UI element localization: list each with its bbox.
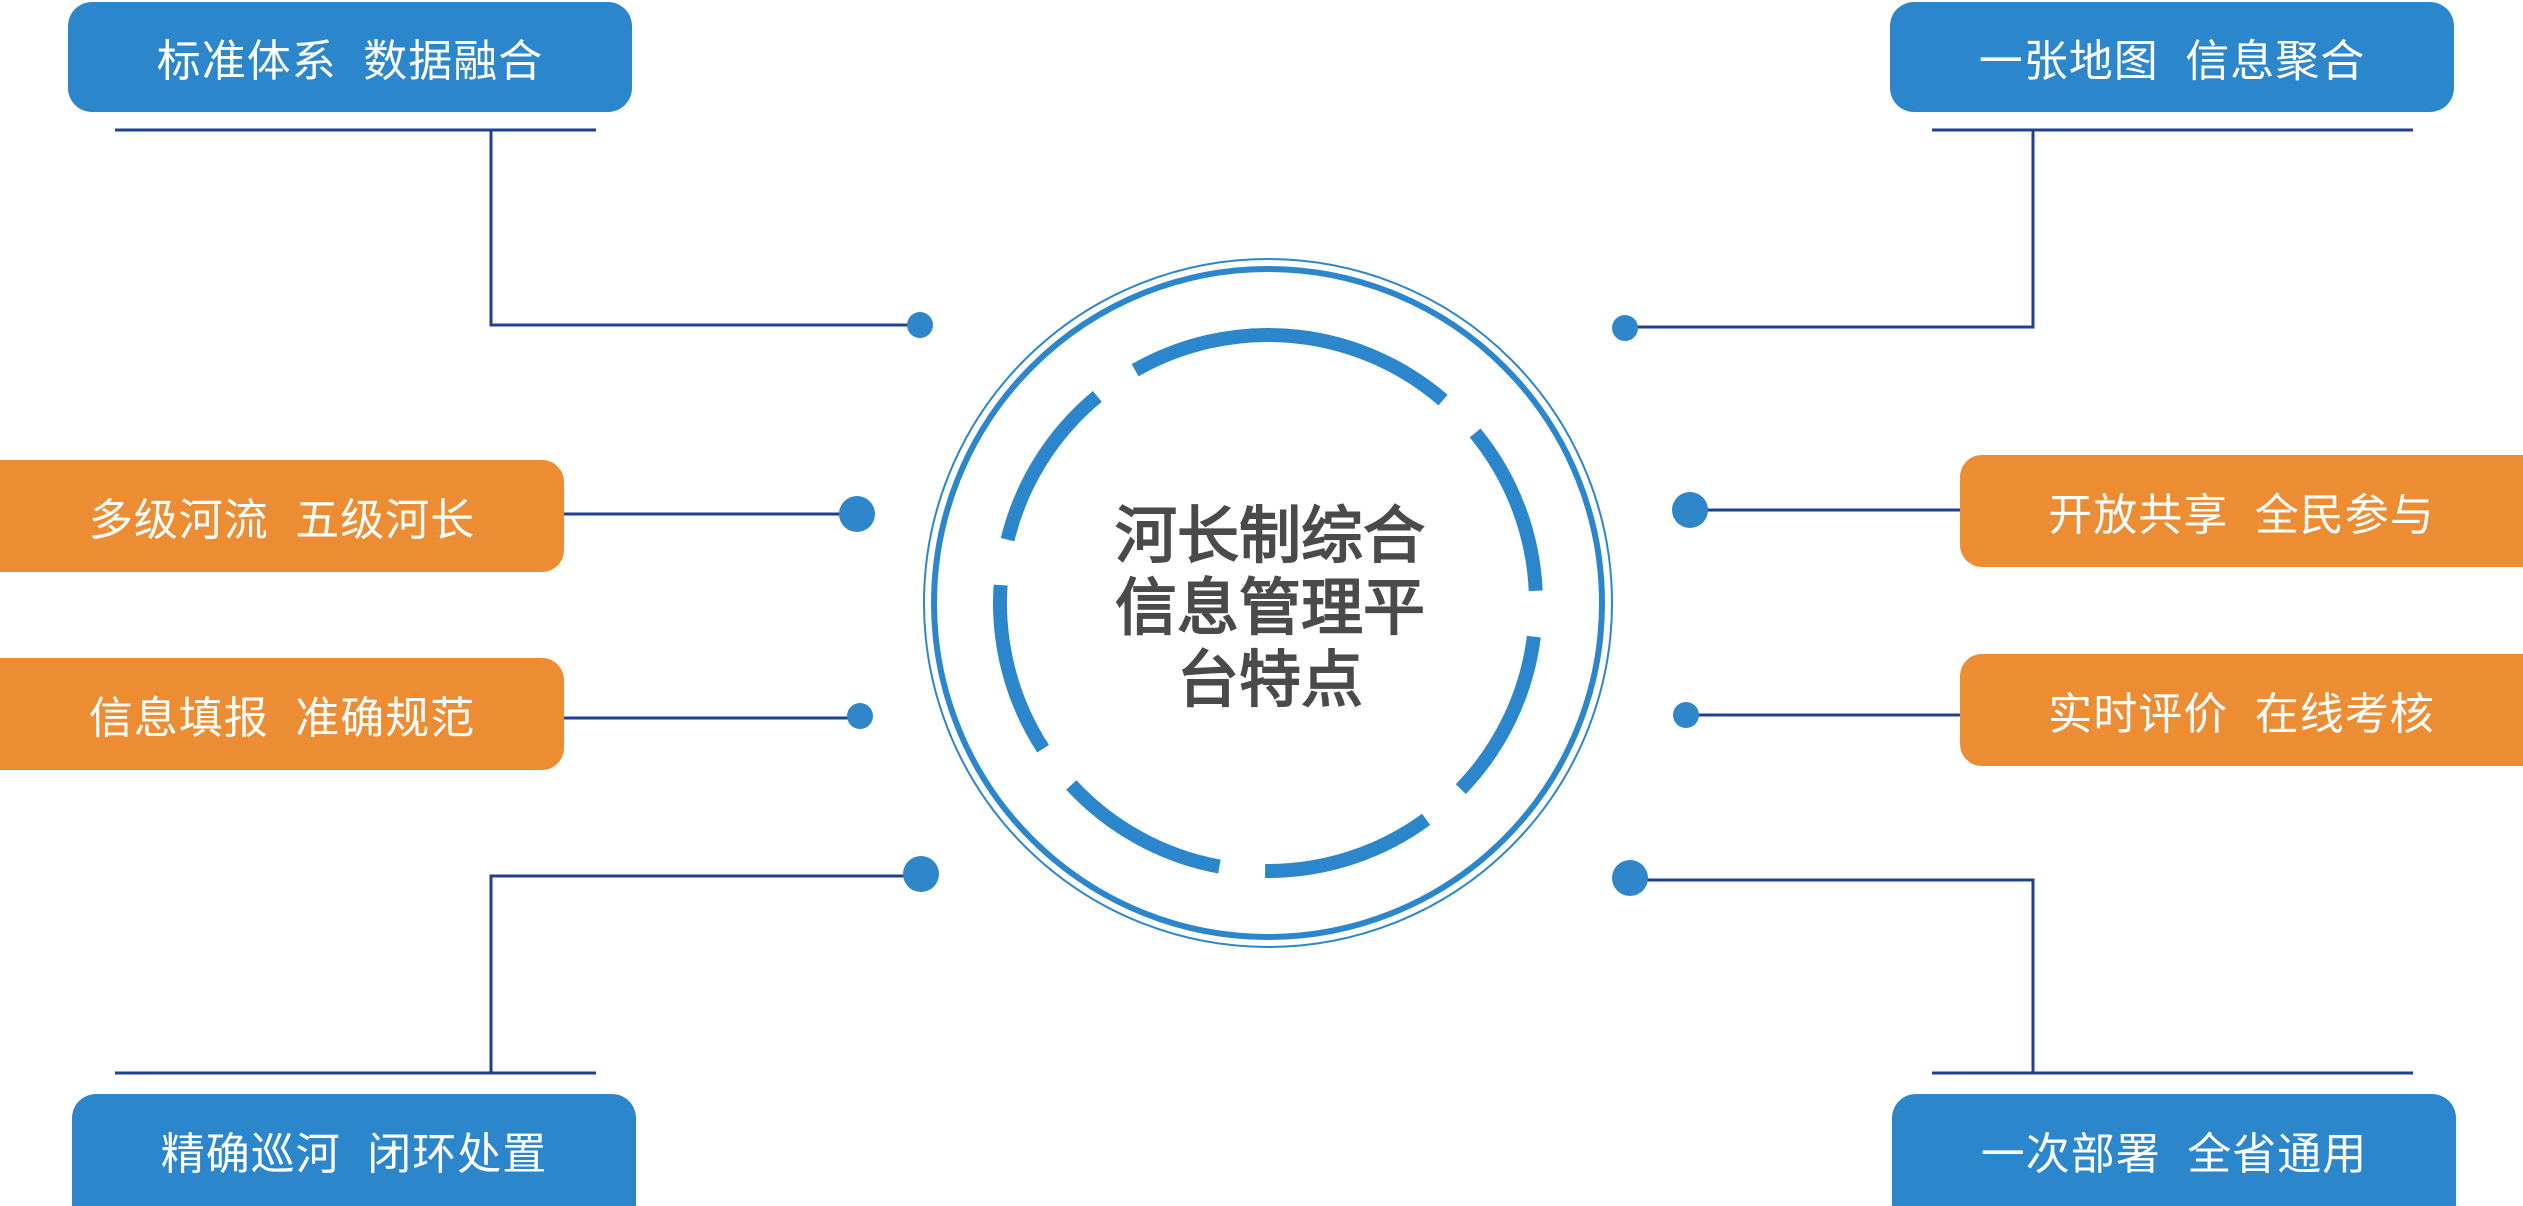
top-right-connector (1625, 130, 2035, 329)
outer-ring (931, 266, 1605, 940)
feature-bottom-right: 一次部署 全省通用 (1892, 1094, 2456, 1206)
feature-mid-left-1: 多级河流 五级河长 (0, 460, 564, 572)
dashed-inner-ring (993, 328, 1543, 878)
top-right-dot (1612, 315, 1638, 341)
outer-ring-thin (923, 258, 1613, 948)
feature-top-left: 标准体系 数据融合 (68, 2, 632, 112)
feature-bottom-left: 精确巡河 闭环处置 (72, 1094, 636, 1206)
bottom-right-connector (1630, 878, 2035, 1073)
feature-mid-right-2: 实时评价 在线考核 (1960, 654, 2523, 766)
bottom-left-connector (489, 874, 921, 1073)
center-title-line-2: 信息管理平 (1114, 571, 1425, 644)
center-title: 河长制综合 信息管理平 台特点 (1080, 500, 1460, 716)
center-title-line-1: 河长制综合 (1114, 499, 1425, 572)
mid-right-2-dot (1673, 702, 1699, 728)
mid-left-2-dot (847, 703, 873, 729)
feature-mid-left-2: 信息填报 准确规范 (0, 658, 564, 770)
top-left-dot (907, 312, 933, 338)
mid-left-1-dot (839, 496, 875, 532)
bottom-left-dot (903, 856, 939, 892)
mid-right-1-dot (1672, 492, 1708, 528)
feature-mid-right-1: 开放共享 全民参与 (1960, 455, 2523, 567)
feature-top-right: 一张地图 信息聚合 (1890, 2, 2454, 112)
bottom-right-dot (1612, 860, 1648, 896)
top-left-connector (489, 130, 920, 327)
center-title-line-3: 台特点 (1176, 643, 1363, 716)
